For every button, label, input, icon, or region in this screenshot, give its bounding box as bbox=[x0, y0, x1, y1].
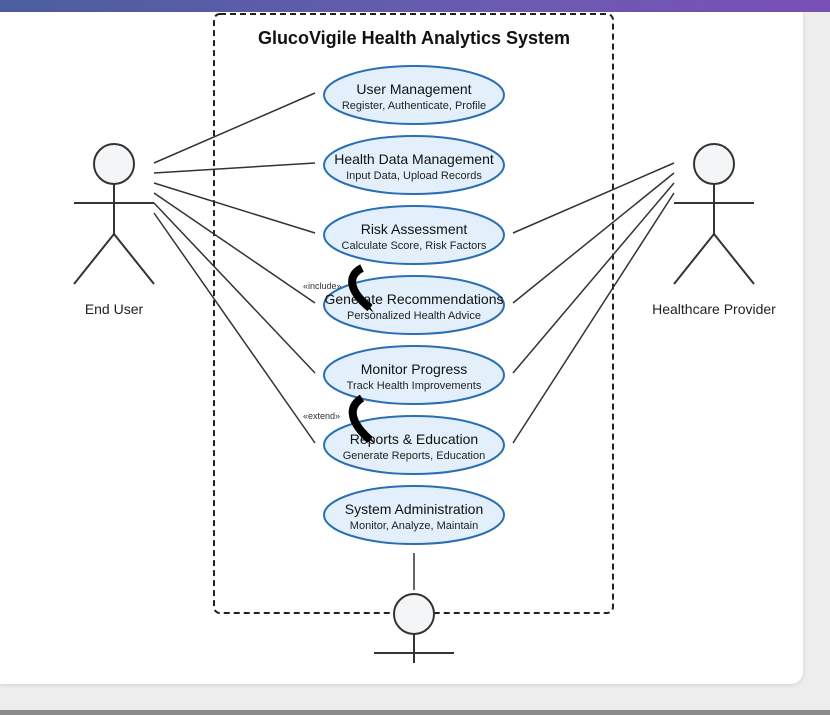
actor-left-leg bbox=[673, 233, 715, 285]
actor-right-leg bbox=[113, 233, 155, 285]
end-user-associations bbox=[153, 92, 316, 444]
use-case-subtitle: Calculate Score, Risk Factors bbox=[342, 240, 487, 252]
use-case-title: Health Data Management bbox=[334, 151, 494, 167]
bottom-scroll-bar bbox=[0, 710, 830, 715]
use-case-title: Monitor Progress bbox=[361, 361, 468, 377]
use-case-subtitle: Input Data, Upload Records bbox=[346, 170, 482, 182]
use-case-title: Risk Assessment bbox=[361, 221, 468, 237]
assoc-provider-monitor-progress bbox=[512, 182, 675, 374]
use-case-subtitle: Generate Reports, Education bbox=[343, 450, 485, 462]
healthcare-provider-label: Healthcare Provider bbox=[652, 301, 776, 317]
use-case-subtitle: Register, Authenticate, Profile bbox=[342, 100, 486, 112]
use-case-generate-recommendations[interactable]: Generate Recommendations Personalized He… bbox=[323, 275, 505, 335]
extend-arrowhead bbox=[362, 430, 375, 444]
use-case-subtitle: Monitor, Analyze, Maintain bbox=[350, 520, 478, 532]
use-case-monitor-progress[interactable]: Monitor Progress Track Health Improvemen… bbox=[323, 345, 505, 405]
assoc-end-user-risk-assessment bbox=[153, 182, 316, 234]
actor-head bbox=[93, 143, 135, 185]
use-case-subtitle: Personalized Health Advice bbox=[347, 310, 481, 322]
actor-right-leg bbox=[713, 233, 755, 285]
actor-left-leg bbox=[73, 233, 115, 285]
use-case-subtitle: Track Health Improvements bbox=[347, 380, 482, 392]
window-top-accent-bar bbox=[0, 0, 830, 12]
end-user-label: End User bbox=[85, 301, 144, 317]
assoc-end-user-health-data bbox=[153, 162, 316, 174]
use-case-risk-assessment[interactable]: Risk Assessment Calculate Score, Risk Fa… bbox=[323, 205, 505, 265]
use-case-health-data-management[interactable]: Health Data Management Input Data, Uploa… bbox=[323, 135, 505, 195]
assoc-provider-recommendations bbox=[512, 172, 675, 304]
use-case-title: System Administration bbox=[345, 501, 484, 517]
assoc-end-user-recommendations bbox=[153, 192, 316, 304]
use-case-title: User Management bbox=[356, 81, 471, 97]
include-relationship: «include» bbox=[303, 264, 374, 313]
assoc-end-user-reports bbox=[153, 212, 316, 444]
include-label: «include» bbox=[303, 281, 342, 291]
provider-associations bbox=[512, 162, 675, 444]
actor-head bbox=[693, 143, 735, 185]
system-title: GlucoVigile Health Analytics System bbox=[258, 28, 570, 48]
assoc-provider-risk-assessment bbox=[512, 162, 675, 234]
include-arrowhead bbox=[360, 298, 374, 313]
extend-relationship: «extend» bbox=[303, 394, 375, 444]
use-case-system-administration[interactable]: System Administration Monitor, Analyze, … bbox=[323, 485, 505, 545]
use-case-title: Reports & Education bbox=[350, 431, 478, 447]
assoc-end-user-monitor-progress bbox=[153, 202, 316, 374]
actor-head bbox=[393, 593, 435, 635]
use-case-user-management[interactable]: User Management Register, Authenticate, … bbox=[323, 65, 505, 125]
admin-actor[interactable] bbox=[374, 593, 454, 663]
healthcare-provider-actor[interactable] bbox=[673, 143, 755, 285]
end-user-actor[interactable] bbox=[73, 143, 155, 285]
use-case-reports-education[interactable]: Reports & Education Generate Reports, Ed… bbox=[323, 415, 505, 475]
extend-label: «extend» bbox=[303, 411, 340, 421]
assoc-end-user-user-management bbox=[153, 92, 316, 164]
use-case-title: Generate Recommendations bbox=[325, 291, 504, 307]
assoc-provider-reports bbox=[512, 192, 675, 444]
